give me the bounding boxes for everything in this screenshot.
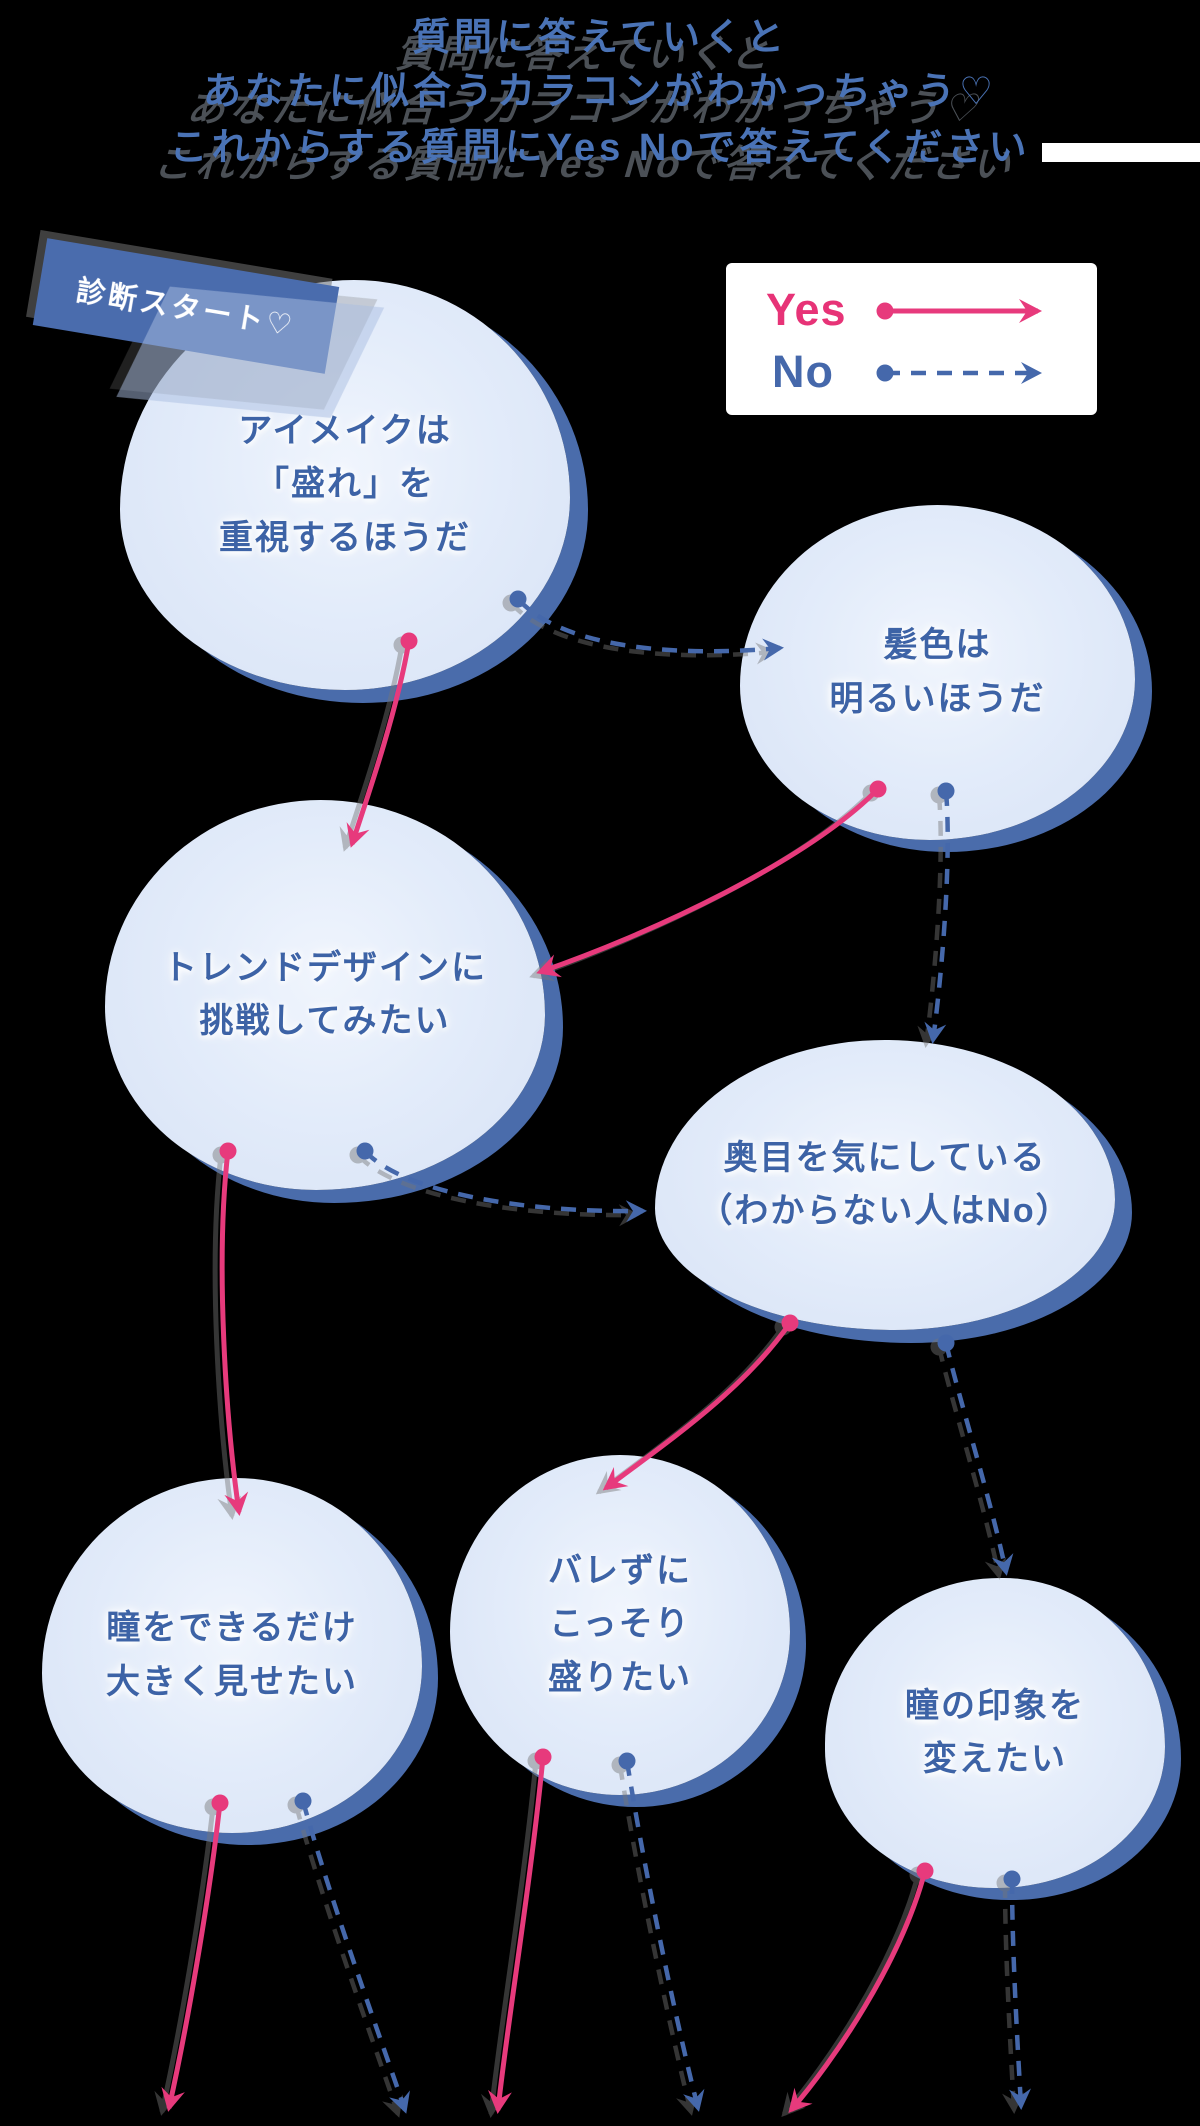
question-bubble-q7: 瞳の印象を 変えたい (825, 1578, 1165, 1888)
q6-line-2: こっそり (549, 1605, 691, 1644)
q4-line-1: 奥目を気にしている (723, 1138, 1047, 1177)
start-banner: 診断スタート♡ (32, 238, 385, 418)
arrow-q7-no-offscreen (1003, 1870, 1032, 2110)
question-bubble-q3: トレンドデザインに 挑戦してみたい (105, 800, 545, 1190)
header-line-3-text: これからする質問にYes Noで答えてください (169, 127, 1031, 169)
q6-line-3: 盛りたい (548, 1658, 692, 1697)
q7-line-1: 瞳の印象を (905, 1686, 1085, 1725)
question-bubble-q2: 髪色は 明るいほうだ (740, 505, 1135, 840)
q2-line-2: 明るいほうだ (829, 679, 1046, 718)
header-line-1-text: 質問に答えていくと (411, 17, 789, 59)
q5-line-2: 大きく見せたい (106, 1662, 358, 1701)
header-white-strip (1042, 143, 1200, 162)
question-bubble-q4: 奥目を気にしている （わからない人はNo） (655, 1040, 1115, 1330)
arrow-q7-yes-offscreen (788, 1862, 934, 2114)
arrow-q3-yes-to-q5 (219, 1142, 249, 1516)
legend-yes-label: Yes (766, 284, 847, 335)
q3-line-1: トレンドデザインに (163, 948, 487, 987)
header-line-1: 質問に答えていくと 質問に答えていくと (0, 6, 1200, 76)
q5-line-1: 瞳をできるだけ (106, 1609, 358, 1648)
legend-no-label: No (772, 346, 834, 397)
q1-line-3: 重視するほうだ (219, 518, 471, 557)
q1-line-2: 「盛れ」を (255, 465, 435, 504)
header-line-3: これからする質問にYes Noで答えてください これからする質問にYes Noで… (0, 116, 1200, 186)
q4-line-2: （わからない人はNo） (698, 1192, 1072, 1230)
q3-line-2: 挑戦してみたい (199, 1002, 451, 1040)
q2-line-1: 髪色は (883, 626, 992, 665)
legend-box (726, 263, 1097, 415)
q6-line-1: バレずに (548, 1552, 692, 1591)
header-line-2-text: あなたに似合うカラコンがわかっちゃう♡ (202, 71, 998, 113)
arrow-q6-yes-offscreen (488, 1748, 552, 2114)
arrow-q5-yes-offscreen (161, 1794, 229, 2112)
arrow-q6-no-offscreen (618, 1752, 705, 2112)
q7-line-2: 変えたい (923, 1740, 1067, 1778)
question-bubble-q5: 瞳をできるだけ 大きく見せたい (42, 1478, 422, 1833)
arrow-q1-no-to-q2 (509, 590, 784, 661)
question-bubble-q6: バレずに こっそり 盛りたい (450, 1455, 790, 1795)
arrow-q2-yes-to-q3 (536, 780, 887, 978)
header-line-2: あなたに似合うカラコンがわかっちゃう♡ あなたに似合うカラコンがわかっちゃう♡ (0, 60, 1200, 130)
q1-line-1: アイメイクは (238, 412, 452, 451)
arrow-q5-no-offscreen (294, 1792, 410, 2114)
arrow-q4-no-to-q7 (937, 1334, 1014, 1576)
